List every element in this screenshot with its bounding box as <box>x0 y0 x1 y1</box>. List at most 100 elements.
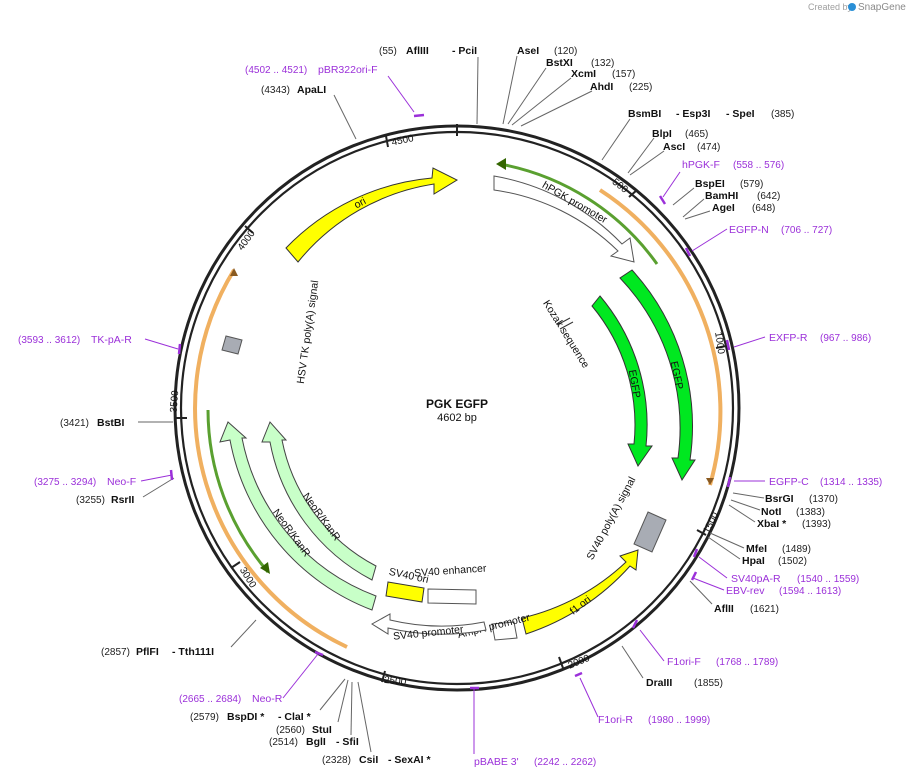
enzyme-bsmBI-name: BsmBI <box>628 108 661 120</box>
enzyme-aseI-pos: (120) <box>554 46 577 57</box>
tick-label-2500: 2500 <box>383 675 407 688</box>
enzyme-speI-name: - SpeI <box>726 108 755 120</box>
primer-egfp-c-pos: (1314 .. 1335) <box>820 477 882 488</box>
primer-neo-r-pos: (2665 .. 2684) <box>179 694 241 705</box>
enzyme-xbaI-name: XbaI * <box>757 518 787 530</box>
snapgene-logo-icon <box>848 3 856 11</box>
kozak-label: Kozak sequence <box>540 298 591 370</box>
egfp-outer-feature <box>619 269 696 482</box>
enzyme-stuI-pos: (2560) <box>276 725 305 736</box>
enzyme-aflIII-name: AflIII <box>406 45 429 57</box>
enzyme-bstXI-name: BstXI <box>546 57 573 69</box>
enzyme-aseI-name: AseI <box>517 45 539 57</box>
enzyme-pciI-name: - PciI <box>452 45 477 57</box>
enzyme-xbaI-pos: (1393) <box>802 519 831 530</box>
enzyme-bspEI-pos: (579) <box>740 179 763 190</box>
enzyme-notI-name: NotI <box>761 506 781 518</box>
kozak-mark-1 <box>556 317 571 326</box>
ampr-promoter-feature <box>491 621 518 641</box>
enzyme-rsrII-pos: (3255) <box>76 495 105 506</box>
enzyme-blpI-name: BlpI <box>652 128 672 140</box>
enzyme-bsmBI-pos: (385) <box>771 109 794 120</box>
sv40-polya-label: SV40 poly(A) signal <box>584 475 638 562</box>
primer-markers <box>169 113 732 690</box>
enzyme-mfeI-pos: (1489) <box>782 544 811 555</box>
egfp-outer-label: EGFP <box>668 360 686 390</box>
sv40-ori-feature <box>385 581 425 603</box>
enzyme-bamHI-name: BamHI <box>705 190 738 202</box>
enzyme-xcmI-pos: (157) <box>612 69 635 80</box>
enzyme-bspDI-pos: (2579) <box>190 712 219 723</box>
enzyme-tth111I-name: - Tth111I <box>172 646 214 658</box>
primer-egfp-n-pos: (706 .. 727) <box>781 225 832 236</box>
hsv-tk-polya-feature <box>221 335 243 355</box>
enzyme-hpaI-name: HpaI <box>742 555 765 567</box>
primer-tk-pa-r-name: TK-pA-R <box>91 334 132 346</box>
primer-pbabe3-pos: (2242 .. 2262) <box>534 757 596 768</box>
kozak-mark-2 <box>559 321 574 330</box>
primer-neo-f-name: Neo-F <box>107 476 136 488</box>
tick-label-1000: 1000 <box>712 331 726 355</box>
enzyme-ageI-name: AgeI <box>712 202 735 214</box>
enzyme-hpaI-pos: (1502) <box>778 556 807 567</box>
primer-f1ori-f-name: F1ori-F <box>667 656 701 668</box>
enzyme-csiI-pos: (2328) <box>322 755 351 766</box>
tick-label-3500: 3500 <box>169 390 182 413</box>
tick-label-4500: 4500 <box>391 133 415 148</box>
neor-outer-feature <box>219 421 377 611</box>
f1-ori-feature <box>521 549 639 635</box>
primer-f1ori-f-pos: (1768 .. 1789) <box>716 657 778 668</box>
enzyme-draIII-name: DraIII <box>646 677 672 689</box>
enzyme-notI-pos: (1383) <box>796 507 825 518</box>
enzyme-xcmI-name: XcmI <box>571 68 596 80</box>
ori-feature <box>285 167 459 263</box>
sv40-enhancer-label: SV40 enhancer <box>414 562 488 579</box>
primer-pbr322ori-f-name: pBR322ori-F <box>318 64 378 76</box>
enzyme-aflII-name: AflII <box>714 603 734 615</box>
neo-green-arc-head <box>260 562 270 574</box>
enzyme-stuI-name: StuI <box>312 724 332 736</box>
primer-f1ori-r-pos: (1980 .. 1999) <box>648 715 710 726</box>
enzyme-bglI-pos: (2514) <box>269 737 298 748</box>
sv40-enhancer-feature <box>427 588 477 605</box>
enzyme-draIII-pos: (1855) <box>694 678 723 689</box>
ori-label: ori <box>352 195 368 211</box>
enzyme-aflII-pos: (1621) <box>750 604 779 615</box>
enzyme-bsrGI-pos: (1370) <box>809 494 838 505</box>
tick-label-2000: 2000 <box>567 653 592 672</box>
primer-neo-r-name: Neo-R <box>252 693 283 705</box>
neor-inner-feature <box>261 421 377 581</box>
enzyme-esp3I-name: - Esp3I <box>676 108 711 120</box>
credit-brand: SnapGene <box>858 2 906 13</box>
enzyme-bglI-name: BglI <box>306 736 326 748</box>
enzyme-bstXI-pos: (132) <box>591 58 614 69</box>
enzyme-csiI-name: CsiI <box>359 754 378 766</box>
enzyme-bamHI-pos: (642) <box>757 191 780 202</box>
egfp-inner-label: EGFP <box>626 369 643 399</box>
enzyme-bstBI-name: BstBI <box>97 417 125 429</box>
primer-hpgk-f-name: hPGK-F <box>682 159 720 171</box>
hpgk-promoter-feature <box>493 175 635 263</box>
primer-hpgk-f-pos: (558 .. 576) <box>733 160 784 171</box>
enzyme-claI-name: - ClaI * <box>278 711 312 723</box>
primer-ebv-rev-pos: (1594 .. 1613) <box>779 586 841 597</box>
enzyme-bsrGI-name: BsrGI <box>765 493 794 505</box>
neo-green-arc <box>206 409 270 573</box>
enzyme-ageI-pos: (648) <box>752 203 775 214</box>
primer-f1ori-r-name: F1ori-R <box>598 714 633 726</box>
sv40-promoter-feature <box>371 613 487 635</box>
primer-neo-f-pos: (3275 .. 3294) <box>34 477 96 488</box>
enzyme-aflIII-pos: (55) <box>379 46 397 57</box>
primer-sv40pa-r-pos: (1540 .. 1559) <box>797 574 859 585</box>
credit-text: Created by <box>808 2 853 12</box>
primer-exfp-r-name: EXFP-R <box>769 332 808 344</box>
enzyme-blpI-pos: (465) <box>685 129 708 140</box>
enzyme-ascI-name: AscI <box>663 141 685 153</box>
orf-arc-left-head <box>230 268 238 276</box>
orf-arc-right <box>598 188 723 486</box>
enzyme-apaLI-pos: (4343) <box>261 85 290 96</box>
tick-marks <box>176 124 727 683</box>
tick-label-4000: 4000 <box>236 228 258 253</box>
enzyme-mfeI-name: MfeI <box>746 543 767 555</box>
